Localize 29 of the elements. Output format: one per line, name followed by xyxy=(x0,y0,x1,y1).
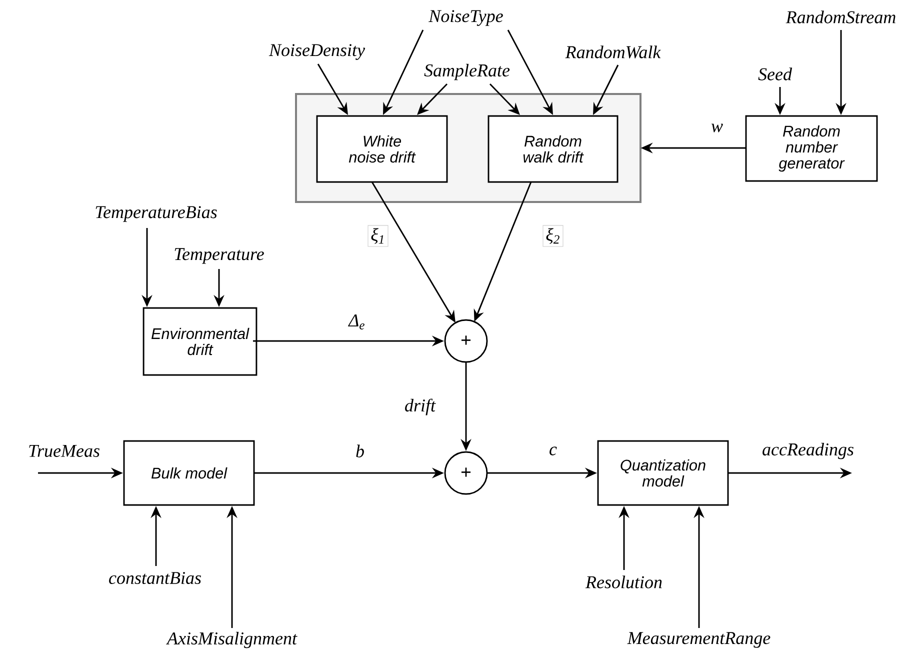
process-box: Random number generator xyxy=(745,115,878,182)
edge-label: Δ$_{e}$ xyxy=(346,312,368,332)
edge-label: b xyxy=(352,442,368,460)
input-label: SampleRate xyxy=(424,64,510,80)
input-label: RandomStream xyxy=(786,10,896,24)
edge-label: w xyxy=(708,121,726,135)
input-label: constantBias xyxy=(109,572,201,584)
input-label: RandomWalk xyxy=(565,46,661,58)
process-box: Random walk drift xyxy=(488,115,618,183)
edge-label: ξ$_{1}$ xyxy=(368,225,388,247)
edge-label: TrueMeas xyxy=(25,442,103,460)
input-label: NoiseType xyxy=(428,10,503,26)
process-box: Bulk model xyxy=(123,440,255,506)
process-box: Environmental drift xyxy=(142,307,258,376)
input-label: AxisMisalignment xyxy=(166,632,298,648)
summing-junction: + xyxy=(444,451,488,495)
process-box: White noise drift xyxy=(316,115,448,183)
process-box: Quantization model xyxy=(597,440,729,506)
input-label: MeasurementRange xyxy=(627,632,770,648)
summing-junction: + xyxy=(444,319,488,363)
input-label: Resolution xyxy=(585,576,662,588)
input-label: TemperatureBias xyxy=(96,206,217,222)
input-label: Temperature xyxy=(174,248,264,264)
edge-label: ξ$_{2}$ xyxy=(542,225,564,247)
edge-label: accReadings xyxy=(759,440,857,462)
input-label: NoiseDensity xyxy=(268,44,366,60)
edge-label: c xyxy=(546,444,560,458)
edge-label: drift xyxy=(402,396,438,418)
input-label: Seed xyxy=(758,68,792,80)
